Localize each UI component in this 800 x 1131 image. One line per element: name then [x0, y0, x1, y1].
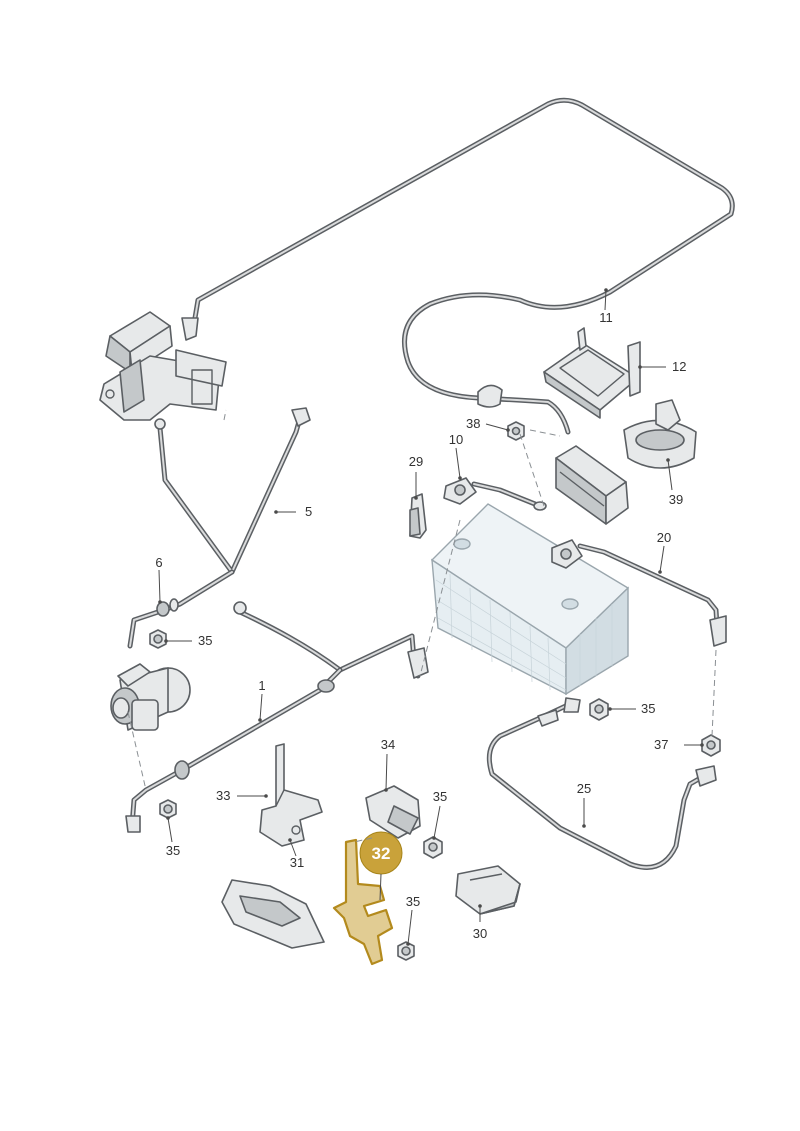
part-number-badge-label: 32: [372, 844, 391, 863]
hex-nut-35-d[interactable]: [397, 941, 415, 961]
terminal-clamp-10[interactable]: [443, 477, 547, 511]
leader-lines: [158, 288, 704, 946]
callout-31[interactable]: 31: [290, 855, 304, 870]
hex-nut-37[interactable]: [701, 734, 721, 757]
callout-12[interactable]: 12: [672, 359, 686, 374]
callout-35-a[interactable]: 35: [198, 633, 212, 648]
hex-nut-35-a[interactable]: [149, 629, 167, 649]
heat-shield[interactable]: [221, 879, 325, 949]
callout-35-d[interactable]: 35: [406, 894, 420, 909]
starter-motor[interactable]: [110, 663, 191, 731]
holder-34[interactable]: [365, 785, 421, 839]
relay-housing[interactable]: [99, 311, 227, 421]
battery[interactable]: [430, 503, 630, 696]
battery-clamp-29[interactable]: [409, 493, 427, 539]
callout-10[interactable]: 10: [449, 432, 463, 447]
callout-25[interactable]: 25: [577, 781, 591, 796]
callout-39[interactable]: 39: [669, 492, 683, 507]
callout-6[interactable]: 6: [155, 555, 162, 570]
terminal-cover-39[interactable]: [623, 399, 697, 469]
callout-35-e[interactable]: 35: [641, 701, 655, 716]
highlighted-bracket-32[interactable]: 32: [332, 831, 403, 966]
callout-37[interactable]: 37: [654, 737, 668, 752]
callout-35-b[interactable]: 35: [166, 843, 180, 858]
battery-tray-12[interactable]: [543, 327, 641, 419]
callout-33[interactable]: 33: [216, 788, 230, 803]
callout-30[interactable]: 30: [473, 926, 487, 941]
reference-lines: [127, 409, 717, 843]
positive-cable-20[interactable]: [551, 539, 727, 647]
callout-34[interactable]: 34: [381, 737, 395, 752]
callout-35-c[interactable]: 35: [433, 789, 447, 804]
callout-1[interactable]: 1: [258, 678, 265, 693]
callout-38[interactable]: 38: [466, 416, 480, 431]
callout-5[interactable]: 5: [305, 504, 312, 519]
mounting-bracket-31[interactable]: [259, 743, 323, 847]
hex-nut-35-e[interactable]: [589, 698, 609, 721]
callout-29[interactable]: 29: [409, 454, 423, 469]
callout-11[interactable]: 11: [599, 310, 613, 325]
hex-nut-35-b[interactable]: [159, 799, 177, 819]
callout-20[interactable]: 20: [657, 530, 671, 545]
hex-nut-35-c[interactable]: [423, 836, 443, 859]
ground-cable-5[interactable]: [127, 407, 311, 649]
battery-cable-loop-11[interactable]: [181, 97, 735, 435]
control-module[interactable]: [555, 445, 629, 525]
callout-labels: 1 5 6 10 11 12 20 25 29 30 31 33 34 35 3…: [155, 310, 686, 941]
starter-cable-1[interactable]: [125, 601, 429, 833]
fuse-cover-30[interactable]: [455, 865, 521, 915]
ground-strap-25[interactable]: [486, 697, 717, 870]
